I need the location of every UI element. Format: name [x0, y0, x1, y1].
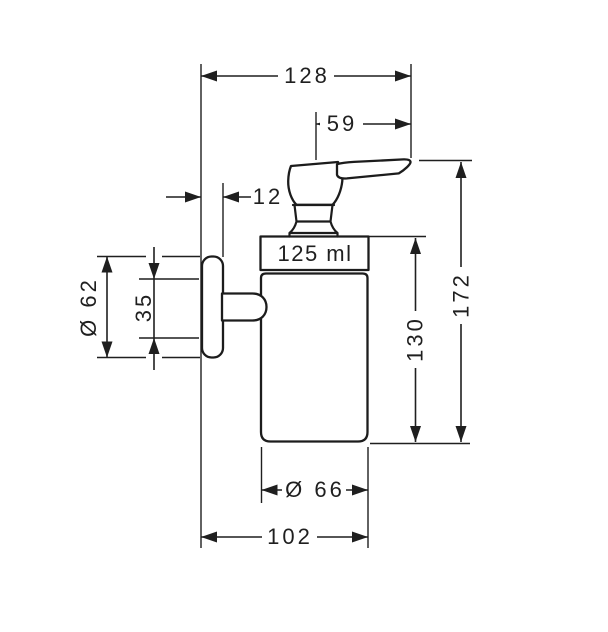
dimension-top-width: 128	[201, 63, 411, 88]
dim-text-container-diameter: Ø 66	[285, 477, 345, 502]
dim-text-wall-offset: 12	[253, 184, 283, 209]
arrowhead-up	[148, 338, 160, 354]
pump-head	[287, 160, 344, 206]
arrowhead-up	[410, 238, 421, 254]
volume-label: 125 ml	[277, 241, 352, 266]
dim-text-container-height: 130	[403, 316, 428, 362]
dimension-container-height: 130	[403, 238, 428, 442]
dimension-plate-diameter: Ø 62	[76, 256, 113, 358]
dispenser-object: 125 ml	[200, 158, 412, 443]
dim-text-plate-spacing: 35	[131, 292, 156, 322]
container-collar	[259, 235, 370, 272]
mounting-arm	[220, 292, 268, 322]
arrowhead-up	[455, 162, 467, 178]
container-body	[259, 272, 369, 443]
arrowhead-down	[148, 263, 160, 279]
wall-plate	[200, 255, 225, 359]
arrowhead-left	[261, 484, 278, 496]
dimension-plate-spacing: 35	[131, 247, 160, 370]
arrowhead-right	[395, 118, 411, 130]
arrowhead-down	[101, 341, 113, 358]
arrowhead-down	[455, 426, 467, 442]
dimension-container-diameter: Ø 66	[261, 477, 368, 502]
dimension-bottom-depth: 102	[201, 524, 368, 549]
pump-lever	[335, 158, 412, 180]
arrowhead-right	[352, 484, 368, 496]
dim-text-total-height: 172	[449, 272, 474, 318]
dim-text-pump-lever: 59	[327, 111, 357, 136]
pump-neck	[288, 203, 339, 238]
arrowhead-right	[395, 70, 411, 82]
dimension-wall-offset: 12	[166, 184, 283, 209]
arrowhead-right	[352, 531, 368, 543]
arrowhead-left	[201, 70, 217, 82]
dim-text-plate-diameter: Ø 62	[76, 277, 101, 337]
dim-text-top-width: 128	[284, 63, 330, 88]
dimension-total-height: 172	[449, 162, 474, 442]
arrowhead-right	[223, 191, 239, 203]
dim-text-bottom-depth: 102	[267, 524, 313, 549]
arrowhead-up	[101, 256, 113, 273]
arrowhead-left	[185, 191, 201, 203]
arrowhead-down	[410, 426, 421, 442]
arrowhead-left	[201, 531, 217, 543]
dimension-pump-lever: 59	[316, 111, 411, 136]
